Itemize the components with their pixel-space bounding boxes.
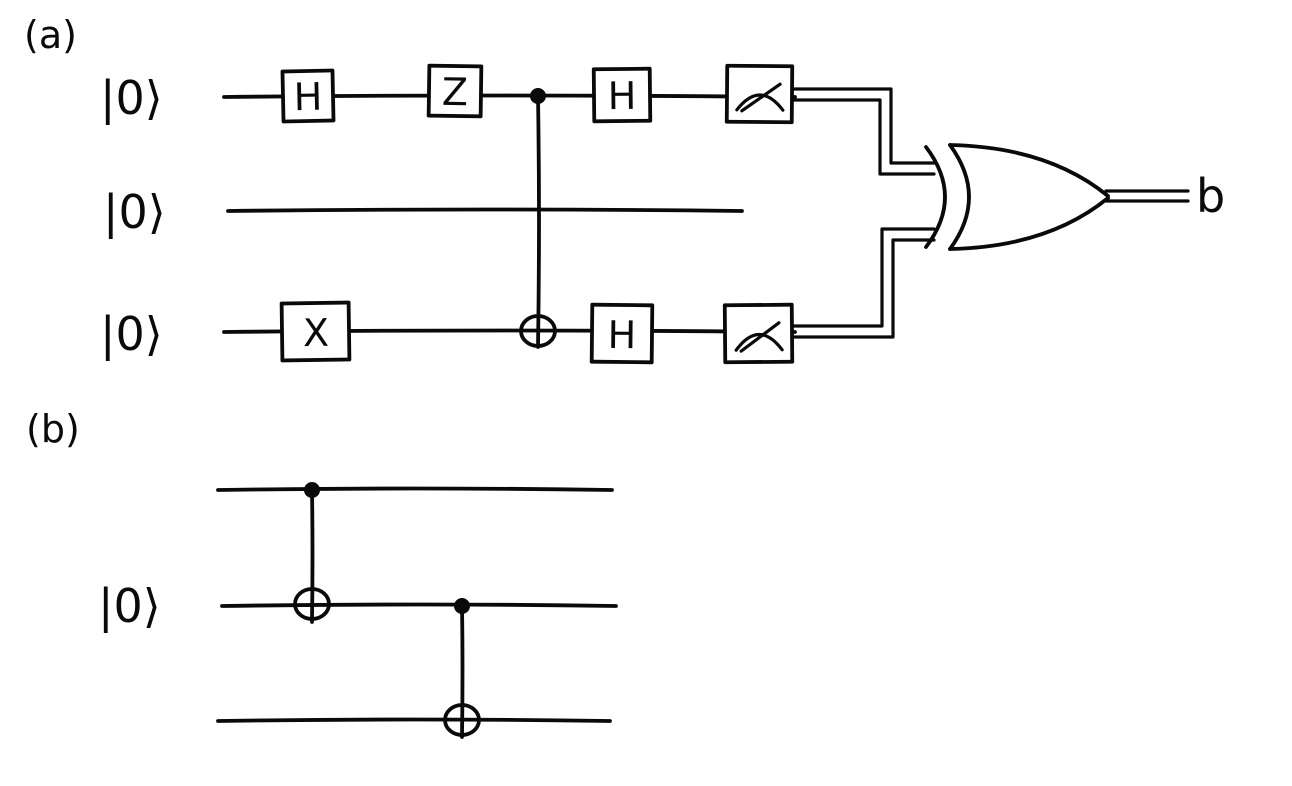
qubit0-ket-label: |0⟩ [100, 71, 163, 126]
gate-x-label: X [303, 311, 330, 355]
panel-b-ket-label: |0⟩ [98, 579, 161, 634]
meter-arc-icon [735, 93, 785, 112]
xor-body-back-arc [948, 143, 971, 251]
gate-h3-box [589, 302, 655, 365]
qubit2-ket-label: |0⟩ [100, 307, 163, 362]
gate-h2-box [591, 66, 653, 124]
xor-gate-icon [924, 143, 1110, 251]
panel-b-wire0 [216, 486, 614, 492]
panel-a: (a) |0⟩ |0⟩ |0⟩ H Z H [24, 13, 1225, 365]
gate-z-label: Z [442, 70, 469, 114]
cnot1-control-dot [304, 482, 320, 498]
gate-h3: H [589, 302, 655, 365]
xor-input-arc [924, 145, 947, 249]
measurement-q2 [722, 302, 795, 365]
panel-a-label: (a) [24, 13, 77, 57]
qubit1-wire [226, 207, 744, 213]
meter-needle-icon [740, 82, 782, 113]
xor-body-bottom-curve [948, 196, 1110, 251]
cnot1-vertical-line [310, 488, 315, 624]
cnot2-vertical-line [460, 604, 465, 739]
cnot2-target-icon [443, 703, 481, 737]
panel-b-wire1 [220, 602, 618, 608]
cnot-target-icon [519, 314, 557, 348]
panel-b-label: (b) [26, 407, 80, 451]
gate-h1-box [280, 68, 336, 124]
xor-output-wire [1104, 189, 1190, 203]
xor-body-top-curve [948, 143, 1110, 198]
cnot-vertical-line [536, 94, 541, 349]
meter-arc-icon [734, 333, 784, 352]
gate-x: X [279, 300, 352, 363]
qubit1-ket-label: |0⟩ [103, 185, 166, 240]
classical-wire-q0-line1 [791, 87, 936, 165]
cnot2-control-dot [454, 598, 470, 614]
meter-needle-icon [739, 321, 781, 353]
panel-b-wire2 [216, 717, 612, 723]
panel-b-cnot1 [293, 482, 331, 624]
gate-z: Z [426, 63, 484, 119]
measurement-q0 [724, 63, 795, 125]
cnot1-target-icon [293, 587, 331, 621]
gate-x-box [279, 300, 352, 363]
xor-output-label: b [1196, 169, 1225, 223]
classical-wire-q2-line1 [791, 227, 936, 328]
classical-wire-q2-line2 [791, 238, 936, 339]
panel-b-cnot2 [443, 598, 481, 739]
gate-h2-label: H [607, 74, 636, 118]
panel-b: (b) |0⟩ [26, 407, 618, 739]
classical-wire-q2 [791, 227, 936, 339]
gate-h3-label: H [607, 313, 636, 357]
gate-h2: H [591, 66, 653, 124]
gate-h1: H [280, 68, 336, 124]
classical-wire-q0 [791, 87, 936, 176]
gate-z-box [426, 63, 484, 119]
cnot-control-dot [530, 88, 546, 104]
classical-wire-q0-line2 [791, 98, 936, 176]
gate-h1-label: H [293, 75, 322, 120]
